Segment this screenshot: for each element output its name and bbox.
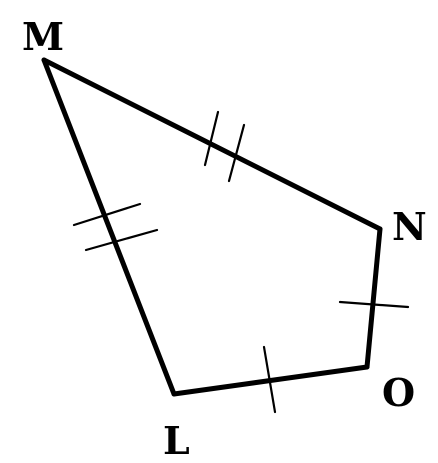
tick-mark-mn-2 <box>227 123 246 183</box>
tick-mark-no <box>338 300 410 309</box>
side-lm <box>41 57 177 397</box>
vertex-label-o: O <box>382 370 415 415</box>
tick-mark-lm-1 <box>72 202 142 227</box>
vertex-label-l: L <box>163 418 190 463</box>
vertex-label-n: N <box>392 204 427 249</box>
tick-mark-ol <box>262 345 277 414</box>
side-mn <box>41 57 383 232</box>
tick-mark-mn-1 <box>203 110 220 167</box>
side-no <box>364 226 383 370</box>
tick-mark-lm-2 <box>84 228 159 252</box>
vertex-label-m: M <box>22 14 64 59</box>
